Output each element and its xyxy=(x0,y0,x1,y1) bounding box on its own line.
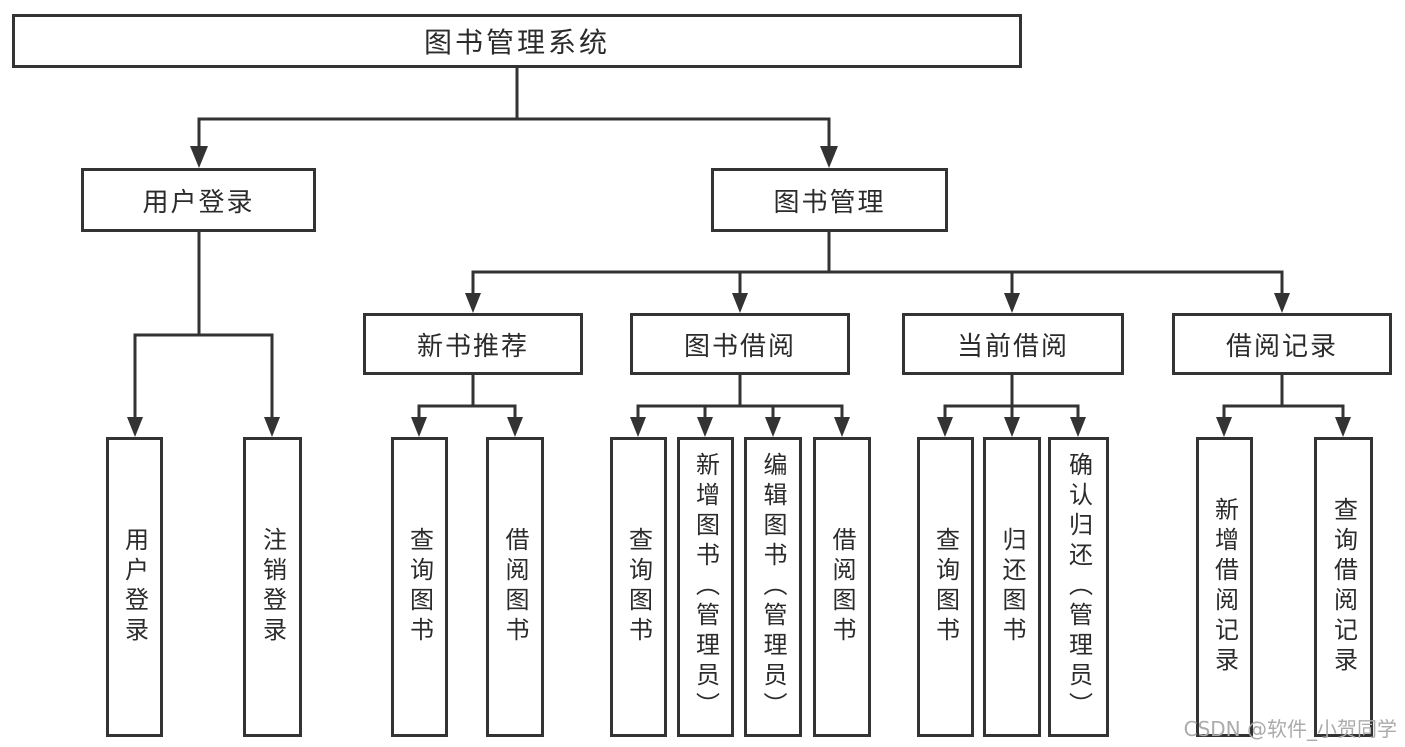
node-leaf-query-books: 查询图书 xyxy=(391,437,448,737)
node-label: 查询图书 xyxy=(405,527,434,647)
node-label: 归还图书 xyxy=(998,527,1026,647)
node-new-book-recommendation: 新书推荐 xyxy=(363,313,583,375)
node-leaf-logout: 注销登录 xyxy=(243,437,302,737)
node-label: 新增借阅记录 xyxy=(1210,497,1239,677)
node-label: 用户登录 xyxy=(142,187,255,218)
node-label: 编辑图书（管理员） xyxy=(759,452,787,722)
node-leaf-borrow-books: 借阅图书 xyxy=(813,437,871,737)
node-label: 当前借阅 xyxy=(956,331,1069,362)
node-label: 借阅图书 xyxy=(501,527,529,647)
node-label: 新增图书（管理员） xyxy=(691,452,720,722)
node-borrowing-records: 借阅记录 xyxy=(1172,313,1392,375)
node-leaf-borrow-books: 借阅图书 xyxy=(486,437,544,737)
node-label: 确认归还（管理员） xyxy=(1064,452,1093,722)
node-book-management: 图书管理 xyxy=(711,168,948,232)
node-library-system: 图书管理系统 xyxy=(12,14,1022,68)
node-leaf-return-books: 归还图书 xyxy=(983,437,1041,737)
node-leaf-edit-books-admin: 编辑图书（管理员） xyxy=(744,437,802,737)
node-leaf-confirm-return-admin: 确认归还（管理员） xyxy=(1048,437,1109,737)
node-label: 新书推荐 xyxy=(416,331,529,362)
node-leaf-user-login: 用户登录 xyxy=(106,437,163,737)
node-label: 图书借阅 xyxy=(683,331,796,362)
node-label: 借阅记录 xyxy=(1225,331,1338,362)
node-label: 用户登录 xyxy=(120,527,149,647)
node-label: 借阅图书 xyxy=(828,527,856,647)
node-leaf-query-books: 查询图书 xyxy=(917,437,974,737)
node-leaf-query-borrow-record: 查询借阅记录 xyxy=(1314,437,1373,737)
node-label: 查询图书 xyxy=(624,527,653,647)
node-book-borrowing: 图书借阅 xyxy=(630,313,850,375)
node-leaf-query-books: 查询图书 xyxy=(610,437,667,737)
node-label: 查询图书 xyxy=(931,527,960,647)
node-leaf-add-books-admin: 新增图书（管理员） xyxy=(677,437,734,737)
node-leaf-add-borrow-record: 新增借阅记录 xyxy=(1196,437,1253,737)
node-label: 图书管理系统 xyxy=(423,26,610,59)
node-label: 注销登录 xyxy=(258,527,287,647)
node-label: 图书管理 xyxy=(773,187,886,218)
node-current-borrowing: 当前借阅 xyxy=(902,313,1124,375)
node-user-login: 用户登录 xyxy=(81,168,316,232)
csdn-watermark: CSDN @软件_小贺同学 xyxy=(1183,717,1397,741)
node-label: 查询借阅记录 xyxy=(1329,497,1358,677)
